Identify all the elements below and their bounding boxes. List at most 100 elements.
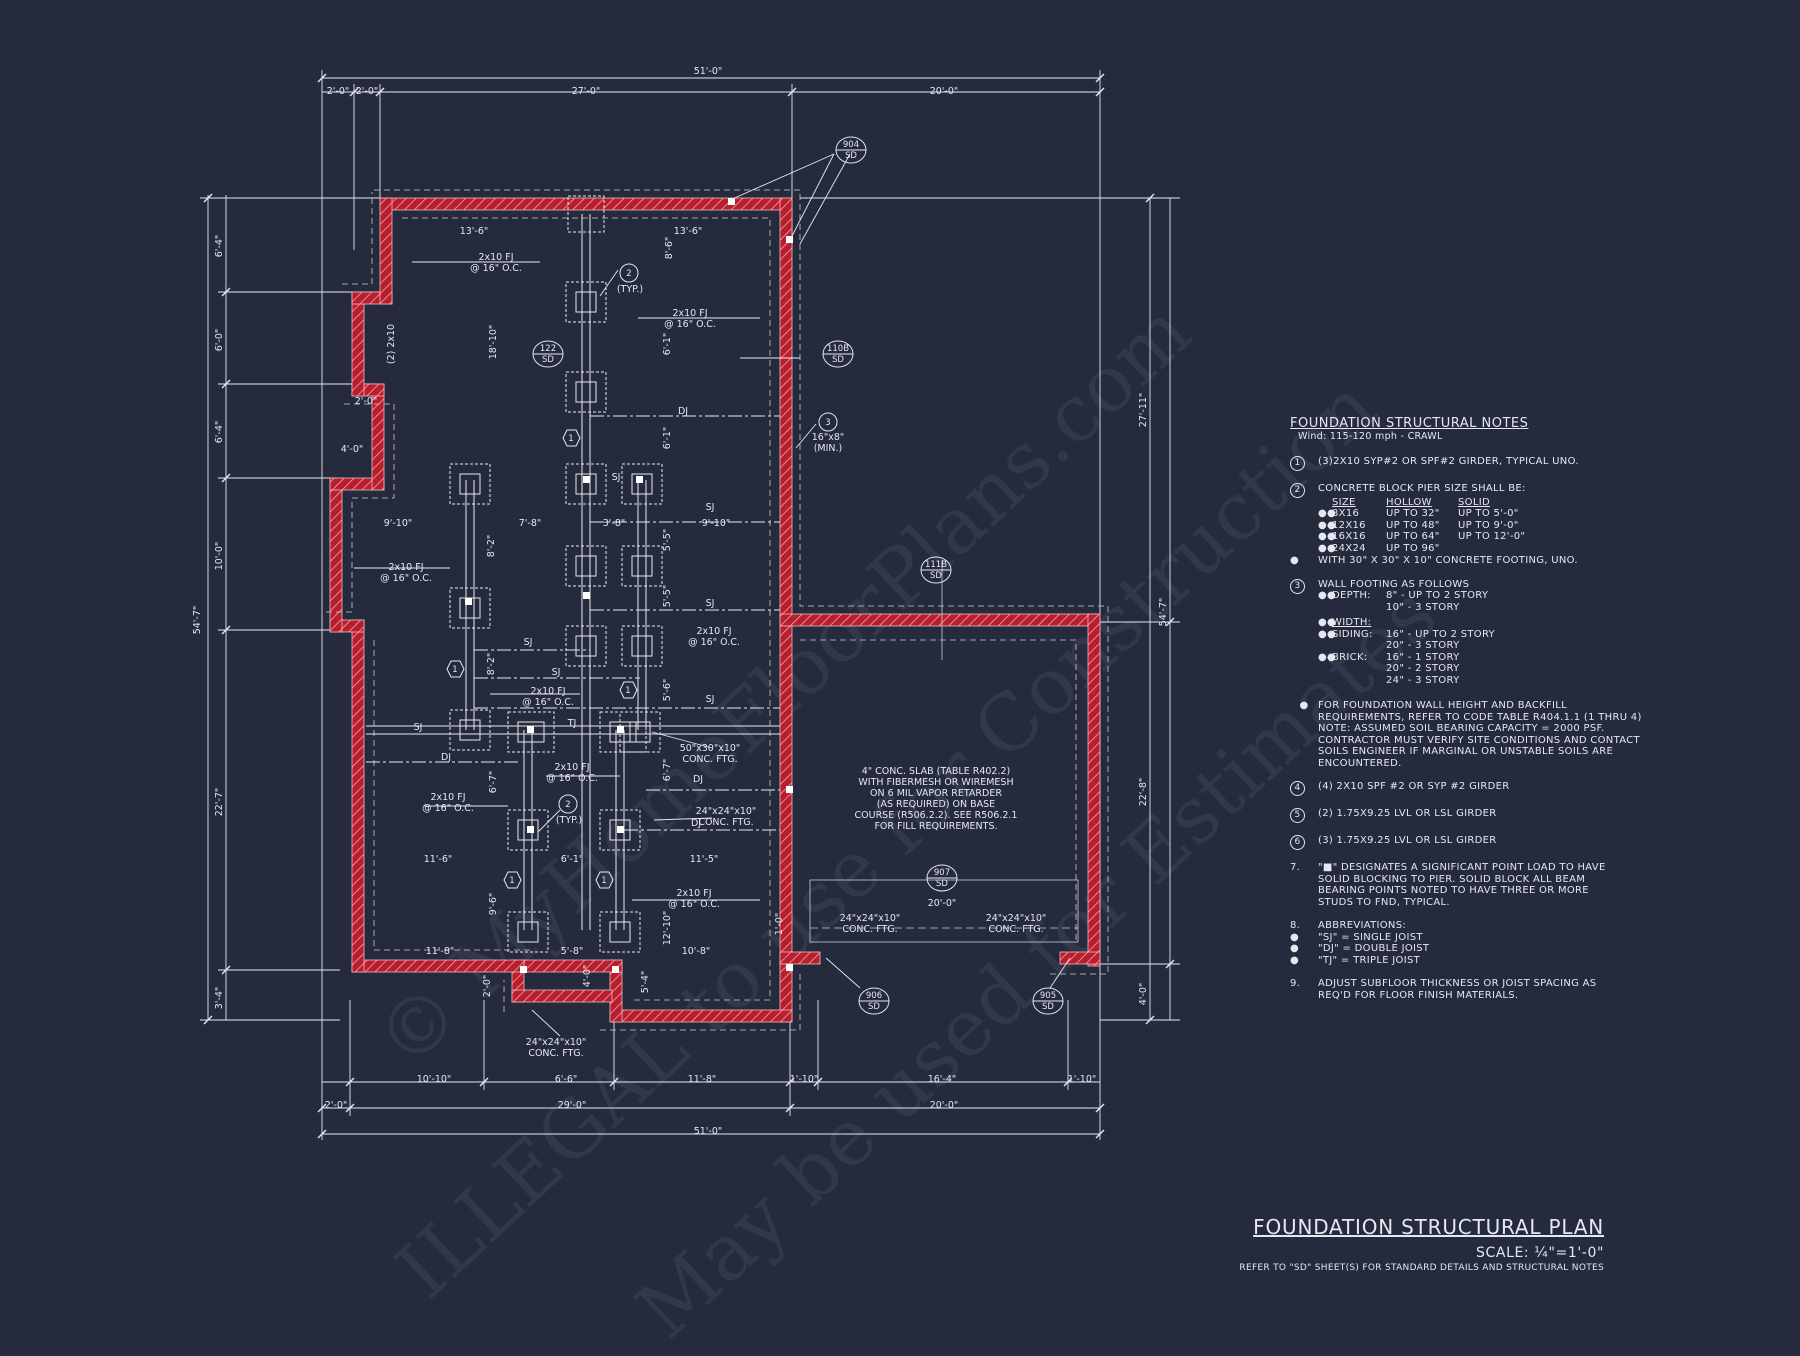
oc-label: @ 16" O.C. xyxy=(664,319,716,330)
note-5: 5 (2) 1.75x9.25 LVL OR LSL GIRDER xyxy=(1290,808,1670,823)
dim-left-1: 6'-4" xyxy=(214,235,225,258)
note-1: 1 (3)2x10 SYP#2 OR SPF#2 GIRDER, TYPICAL… xyxy=(1290,456,1670,471)
dim-inner: 13'-6" xyxy=(674,226,703,237)
sj-label: SJ xyxy=(414,722,423,733)
oc-label: @ 16" O.C. xyxy=(688,637,740,648)
dim-left-2: 6'-0" xyxy=(214,329,225,352)
ftg-conc-label: CONC. FTG. xyxy=(682,754,737,765)
tag-sheet: SD xyxy=(832,355,844,365)
oc-label: @ 16" O.C. xyxy=(668,899,720,910)
pier xyxy=(565,463,607,505)
dim-left-4: 10'-0" xyxy=(214,542,225,571)
dim-bottom-7: 2'-0" xyxy=(325,1100,348,1111)
pier xyxy=(449,463,491,505)
typ-label: (TYP.) xyxy=(556,815,582,826)
tag-number: 1 xyxy=(568,434,573,444)
dim-inner: 8'-2" xyxy=(486,535,497,558)
point-load-markers xyxy=(465,198,793,973)
ftg24-label: 24"x24"x10" xyxy=(986,913,1047,924)
note-text: 16" - UP TO 2 STORY xyxy=(1386,628,1495,640)
dim-top-c: 27'-0" xyxy=(572,86,601,97)
note-text: "TJ" = TRIPLE JOIST xyxy=(1318,954,1421,966)
dim-bottom-4: 1'-10" xyxy=(790,1074,819,1085)
dim-inner: 11'-5" xyxy=(690,854,719,865)
dim-left-5: 22'-7" xyxy=(214,788,225,817)
pier-cell: UP TO 9'-0" xyxy=(1458,519,1519,531)
tag-number: 906 xyxy=(866,991,882,1001)
pier xyxy=(599,809,641,851)
plan-reference: REFER TO "SD" SHEET(S) FOR STANDARD DETA… xyxy=(1239,1263,1604,1273)
tag-number: 2 xyxy=(626,269,631,279)
dim-top-d: 20'-0" xyxy=(930,86,959,97)
dim-inner: 8'-6" xyxy=(664,237,675,260)
oc-label: @ 16" O.C. xyxy=(422,803,474,814)
note-text: (2) 1.75x9.25 LVL OR LSL GIRDER xyxy=(1318,808,1497,819)
tag-sheet: SD xyxy=(868,1002,880,1012)
dim-bottom-overall: 51'-0" xyxy=(694,1126,723,1137)
tj-label: TJ xyxy=(567,718,577,729)
note-text: DEPTH: xyxy=(1332,590,1371,601)
note-text: SIDING: xyxy=(1332,628,1373,640)
title-block: FOUNDATION STRUCTURAL PLAN SCALE: ¼"=1'-… xyxy=(1190,1215,1604,1273)
dim-inner: 6'-1" xyxy=(561,854,584,865)
fj-label: 2x10 FJ xyxy=(478,252,513,263)
pier-head: SOLID xyxy=(1458,496,1490,508)
dimension-ticks xyxy=(203,73,1175,1139)
note-text: 10" - 3 STORY xyxy=(1386,601,1460,613)
pier xyxy=(449,709,491,751)
garage-slab xyxy=(809,560,1079,943)
dim-inner: 7'-8" xyxy=(519,518,542,529)
dim-inner: 5'-4" xyxy=(640,971,651,994)
ftg-conc-label: CONC. FTG. xyxy=(528,1048,583,1059)
slab-note-line: ON 6 MIL VAPOR RETARDER xyxy=(870,788,1002,799)
foundation-structural-notes: FOUNDATION STRUCTURAL NOTES Wind: 115-12… xyxy=(1290,416,1670,1013)
pier-cell xyxy=(1458,543,1538,555)
oc-label: @ 16" O.C. xyxy=(380,573,432,584)
dim-inner: 6'-1" xyxy=(662,333,673,356)
dim-inner: 13'-6" xyxy=(460,226,489,237)
pier xyxy=(565,625,607,667)
plan-title: FOUNDATION STRUCTURAL PLAN xyxy=(1253,1215,1604,1239)
footing-outlines xyxy=(321,189,1109,1031)
tag-sheet: SD xyxy=(845,151,857,161)
slab-note-line: WITH FIBERMESH OR WIREMESH xyxy=(858,777,1013,788)
pier-cell: 8x16 xyxy=(1332,508,1360,519)
dim-inner: 18'-10" xyxy=(488,325,499,360)
fj-label: 2x10 FJ xyxy=(554,762,589,773)
tag-number: 3 xyxy=(825,418,830,428)
tag-sheet: SD xyxy=(542,355,554,365)
oc-label: @ 16" O.C. xyxy=(546,773,598,784)
dim-bottom-5: 16'-4" xyxy=(928,1074,957,1085)
tag-sheet: SD xyxy=(930,571,942,581)
dim-top-overall: 51'-0" xyxy=(694,66,723,77)
note-3: 3 WALL FOOTING AS FOLLOWS ●●DEPTH:8" - U… xyxy=(1290,578,1670,687)
pier-head: HOLLOW xyxy=(1386,496,1432,508)
notes-title: FOUNDATION STRUCTURAL NOTES xyxy=(1290,416,1529,431)
note-9: 9. ADJUST SUBFLOOR THICKNESS OR JOIST SP… xyxy=(1290,978,1670,1001)
pier xyxy=(567,195,605,233)
dim-inner: 9'-10" xyxy=(384,518,413,529)
slab-note: 4" CONC. SLAB (TABLE R402.2) WITH FIBERM… xyxy=(855,766,1018,832)
dj-label: DJ xyxy=(441,752,451,763)
tag-number: 111B xyxy=(925,560,947,570)
tag-2 xyxy=(619,263,639,283)
dim-inner: 8'-2" xyxy=(486,653,497,676)
pier xyxy=(507,809,549,851)
dim-left-3: 6'-4" xyxy=(214,421,225,444)
note-number: 2 xyxy=(1290,483,1305,498)
note-number: 8. xyxy=(1290,920,1301,931)
dimension-texts: 51'-0" 2'-0" 2'-0" 27'-0" 20'-0" 54'-7" … xyxy=(192,66,1169,1137)
dim-inner: 12'-10" xyxy=(662,911,673,946)
tag-sheet: SD xyxy=(1042,1002,1054,1012)
note-text: 24" - 3 STORY xyxy=(1386,674,1460,686)
tag-number: 1 xyxy=(509,876,514,886)
dim-right-2: 22'-8" xyxy=(1138,778,1149,807)
dj-label: DJ xyxy=(691,818,701,829)
dj-label: DJ xyxy=(693,774,703,785)
sj-label: SJ xyxy=(706,502,715,513)
note-number: 4 xyxy=(1290,781,1305,796)
ftg-conc-label: CONC. FTG. xyxy=(698,817,753,828)
twox10-label: (2) 2x10 xyxy=(386,324,397,364)
dim-inner: 6'-7" xyxy=(662,759,673,782)
dim-inner: 4'-0" xyxy=(582,965,593,988)
